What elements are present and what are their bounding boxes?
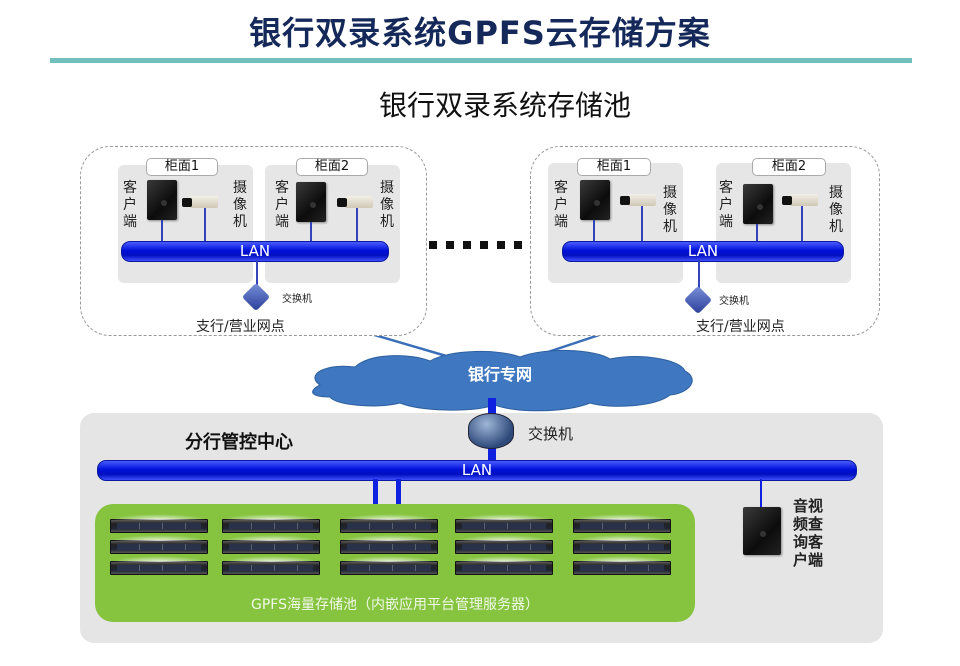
- cabinet-label: 柜面2: [752, 158, 826, 176]
- rack-server-icon: [222, 556, 320, 575]
- client-label: 客户端: [554, 180, 568, 230]
- link-line: [801, 206, 803, 242]
- link-line: [310, 222, 312, 242]
- camera-icon: [782, 194, 818, 206]
- cabinet-2-panel: [265, 165, 400, 283]
- camera-label: 摄像机: [829, 185, 843, 235]
- branch-lan-bus: LAN: [562, 241, 844, 262]
- rack-server-icon: [340, 556, 438, 575]
- link-line: [356, 208, 358, 242]
- main-title: 银行双录系统GPFS云存储方案: [249, 14, 711, 52]
- branch-label: 支行/营业网点: [696, 319, 785, 335]
- rack-server-icon: [573, 514, 671, 533]
- rack-server-icon: [340, 535, 438, 554]
- tower-pc-icon: [147, 180, 177, 220]
- storage-link-2: [396, 479, 401, 505]
- link-line: [698, 260, 700, 290]
- more-branches-ellipsis: [429, 234, 531, 253]
- server-grid: [110, 514, 690, 579]
- cloud-icon: [312, 350, 693, 412]
- cloud-label: 银行专网: [467, 365, 532, 384]
- rack-server-icon: [573, 535, 671, 554]
- cabinet-2-panel: [716, 163, 851, 283]
- link-line: [161, 220, 163, 242]
- storage-link-1: [373, 479, 378, 505]
- link-line: [641, 206, 643, 242]
- rack-server-icon: [455, 556, 553, 575]
- query-client-label: 音视频查询客户端: [793, 497, 824, 569]
- title-divider: [50, 58, 912, 63]
- camera-label: 摄像机: [663, 185, 677, 235]
- camera-label: 摄像机: [380, 180, 394, 230]
- rack-server-icon: [110, 556, 208, 575]
- camera-label: 摄像机: [233, 180, 247, 230]
- cabinet-label: 柜面1: [577, 158, 651, 176]
- camera-icon: [182, 196, 218, 208]
- cabinet-label: 柜面2: [296, 158, 368, 176]
- branch-lan-bus: LAN: [121, 241, 389, 262]
- center-lan-bus: LAN: [97, 460, 857, 481]
- pool-label: GPFS海量存储池（内嵌应用平台管理服务器）: [251, 597, 539, 613]
- client-label: 客户端: [719, 180, 733, 230]
- diagram-subtitle: 银行双录系统存储池: [378, 89, 631, 122]
- cabinet-label: 柜面1: [146, 158, 218, 176]
- rack-server-icon: [455, 514, 553, 533]
- cabinet-1-panel: [118, 165, 253, 283]
- rack-server-icon: [455, 535, 553, 554]
- link-line: [593, 220, 595, 242]
- camera-icon: [620, 194, 656, 206]
- query-client-tower-icon: [743, 507, 781, 555]
- tower-pc-icon: [296, 182, 326, 222]
- rack-server-icon: [573, 556, 671, 575]
- link-line: [256, 260, 258, 288]
- switch-label: 交换机: [719, 296, 749, 307]
- client-link: [760, 479, 762, 511]
- switch-label: 交换机: [282, 294, 312, 305]
- tower-pc-icon: [743, 184, 773, 224]
- client-label: 客户端: [275, 180, 289, 230]
- camera-icon: [337, 196, 373, 208]
- link-line: [204, 208, 206, 242]
- rack-server-icon: [222, 535, 320, 554]
- client-label: 客户端: [123, 180, 137, 230]
- rack-server-icon: [110, 514, 208, 533]
- router-icon: [468, 413, 514, 449]
- router-label: 交换机: [528, 425, 574, 443]
- link-line: [756, 224, 758, 242]
- rack-server-icon: [340, 514, 438, 533]
- rack-server-icon: [222, 514, 320, 533]
- branch-label: 支行/营业网点: [196, 319, 285, 335]
- center-title: 分行管控中心: [185, 432, 293, 453]
- cabinet-1-panel: [548, 163, 683, 283]
- tower-pc-icon: [580, 180, 610, 220]
- rack-server-icon: [110, 535, 208, 554]
